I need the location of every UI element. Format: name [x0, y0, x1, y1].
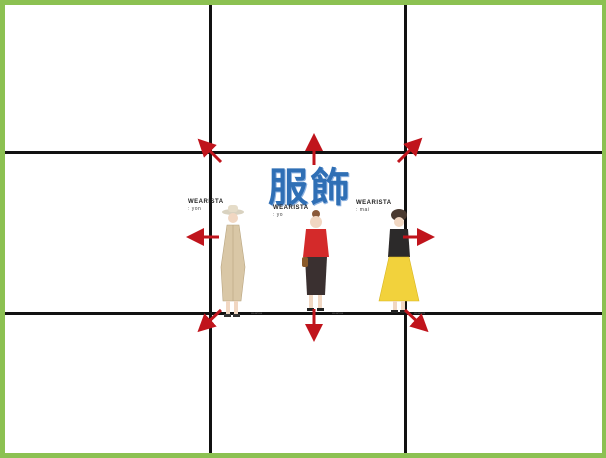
caption-3: wearista [414, 311, 426, 315]
brand-sub: : yon [188, 206, 202, 212]
caption-2: wearista [332, 311, 344, 315]
brand-label-3: WEARISTA : mai [356, 200, 392, 214]
grid-line-horizontal-bottom [5, 312, 602, 315]
brand-name: WEARISTA [273, 205, 309, 211]
grid-line-vertical-left [209, 5, 212, 453]
title-text: 服飾 [268, 164, 352, 211]
brand-label-2: WEARISTA : yo [273, 205, 309, 219]
brand-label-1: WEARISTA : yon [188, 199, 224, 213]
caption-1: wearista [251, 311, 263, 315]
grid-line-horizontal-top [5, 151, 602, 154]
fashion-illustration [186, 133, 435, 342]
brand-sub: : yo [273, 212, 284, 218]
figure-red-top [302, 210, 329, 311]
arrow-down-right [403, 308, 429, 333]
figure-yellow-skirt [378, 209, 420, 313]
direction-arrows [186, 133, 435, 342]
brand-sub: : mai [356, 207, 370, 213]
figure-trench-coat [220, 205, 246, 317]
arrow-down-left [197, 308, 223, 333]
brand-name: WEARISTA [188, 199, 224, 205]
arrow-up-left [197, 138, 223, 164]
brand-name: WEARISTA [356, 200, 392, 206]
arrow-up-right [396, 137, 423, 164]
